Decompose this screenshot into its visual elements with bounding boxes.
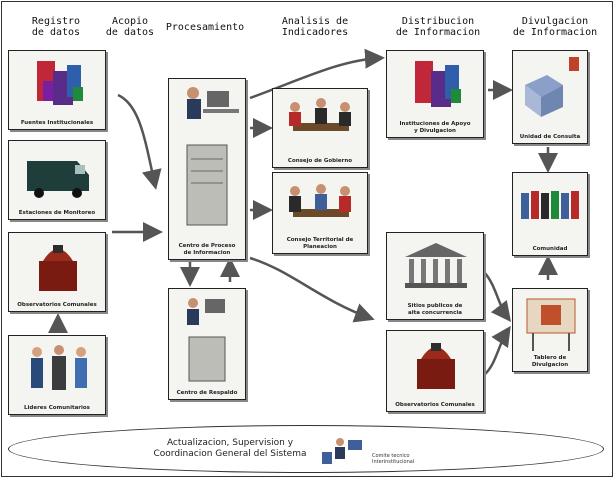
box-fuentes-institucionales: Fuentes Institucionales (8, 50, 106, 130)
billboard-icon (526, 298, 576, 351)
box-label: Lideres Comunitarios (24, 404, 90, 411)
box-label: Comunidad (532, 245, 568, 252)
column-title-registro: Registro de datos (31, 16, 81, 38)
coordination-ellipse (8, 425, 604, 473)
telescope-building-icon (417, 343, 455, 389)
arrow-observatorios-to-tablero (483, 325, 511, 376)
arrow-fuentes-to-centro (117, 93, 162, 190)
column-title-procesamiento: Procesamiento (165, 22, 245, 33)
box-comunidad: Comunidad (512, 172, 588, 256)
meeting-icon (289, 184, 351, 217)
people-icon (31, 345, 87, 390)
buildings-icon (415, 61, 461, 107)
box-label: Centro de Proceso de Informacion (178, 243, 236, 256)
public-building-icon (405, 243, 467, 288)
buildings-icon (37, 61, 83, 105)
kiosk-icon (525, 57, 579, 117)
coordination-text: Actualizacion, Supervision y Coordinacio… (153, 438, 307, 459)
box-observatorios-comunales-right: Observatorios Comunales (386, 330, 484, 412)
box-label: Centro de Respaldo (176, 389, 238, 396)
column-title-analisis: Analisis de Indicadores (281, 16, 349, 38)
arrow-centro-to-instituciones (249, 48, 385, 100)
box-consejo-gobierno: Consejo de Gobierno (272, 88, 368, 168)
arrow-centro-to-observatorios-right (249, 256, 375, 323)
box-label: Instituciones de Apoyo y Divulgacion (399, 121, 471, 134)
box-label: Estaciones de Monitoreo (18, 209, 96, 216)
box-consejo-territorial: Consejo Territorial de Planeacion (272, 172, 368, 254)
box-centro-proceso: Centro de Proceso de Informacion (168, 78, 246, 260)
column-title-acopio: Acopio de datos (105, 16, 155, 38)
box-tablero-divulgacion: Tablero de Divulgacion (512, 288, 588, 372)
box-unidad-consulta: Unidad de Consulta (512, 50, 588, 144)
committee-label: Comite tecnico Interinstitucional (372, 453, 415, 465)
meeting-icon (289, 98, 351, 131)
box-label: Fuentes Institucionales (20, 119, 94, 126)
server-icon (187, 298, 226, 382)
box-label: Observatorios Comunales (395, 401, 475, 408)
box-observatorios-comunales-left: Observatorios Comunales (8, 232, 106, 312)
telescope-building-icon (39, 245, 77, 291)
van-icon (27, 161, 89, 198)
box-label: Sitios publicos de alta concurrencia (407, 303, 463, 316)
box-label: Unidad de Consulta (519, 133, 581, 140)
computer-workstation-icon (186, 87, 239, 226)
box-label: Tablero de Divulgacion (531, 355, 569, 368)
box-estaciones-monitoreo: Estaciones de Monitoreo (8, 140, 106, 220)
arrow-sitios-to-tablero (483, 271, 512, 322)
crowd-icon (521, 191, 579, 219)
box-label: Observatorios Comunales (17, 301, 97, 308)
box-centro-respaldo: Centro de Respaldo (168, 288, 246, 400)
box-label: Consejo de Gobierno (287, 157, 353, 164)
box-instituciones-apoyo: Instituciones de Apoyo y Divulgacion (386, 50, 484, 138)
box-label: Consejo Territorial de Planeacion (286, 237, 354, 250)
column-title-divulgacion: Divulgacion de Informacion (512, 16, 598, 38)
box-lideres-comunitarios: Lideres Comunitarios (8, 335, 106, 415)
box-sitios-publicos: Sitios publicos de alta concurrencia (386, 232, 484, 320)
column-title-distribucion: Distribucion de Informacion (395, 16, 481, 38)
